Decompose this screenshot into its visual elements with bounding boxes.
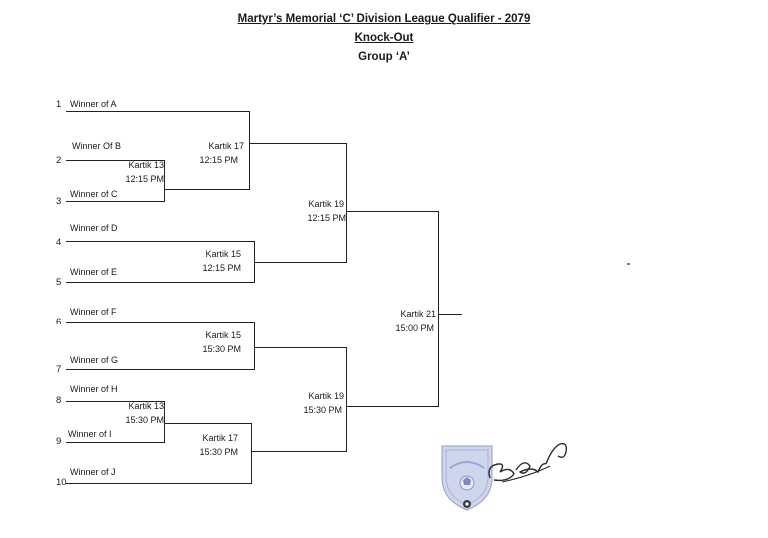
match-date: Kartik 19 (308, 391, 344, 401)
stage-title: Knock-Out (354, 32, 414, 44)
team-label: Winner of I (68, 429, 112, 437)
seed-number: 1 (56, 99, 62, 110)
match-date: Kartik 21 (400, 309, 436, 319)
match-time: 12:15 PM (202, 263, 241, 273)
bracket-line (164, 160, 165, 202)
bracket-line (251, 451, 346, 452)
match-time: 15:30 PM (125, 415, 164, 425)
match-date: Kartik 15 (205, 330, 241, 340)
bracket-line (66, 241, 254, 242)
bracket-line (66, 442, 164, 443)
seed-number: 7 (56, 364, 62, 375)
team-label: Winner of D (70, 223, 118, 233)
match-time: 15:00 PM (395, 323, 434, 333)
bracket-line (254, 262, 346, 263)
seed-number: 6 (56, 317, 62, 324)
team-label: Winner of A (70, 99, 117, 109)
match-time: 12:15 PM (307, 213, 346, 223)
match-date: Kartik 13 (128, 401, 164, 411)
bracket-line (251, 423, 252, 484)
match-date: Kartik 17 (208, 141, 244, 151)
match-date: Kartik 19 (308, 199, 344, 209)
seed-number: 2 (56, 155, 62, 166)
team-label: Winner of C (70, 189, 118, 199)
bracket-line (346, 406, 438, 407)
team-label: Winner Of B (72, 141, 122, 151)
bracket-line (438, 314, 462, 315)
bracket-line (438, 211, 439, 407)
bracket-line (66, 369, 254, 370)
seed-number: 4 (56, 237, 62, 248)
seed-number: 8 (56, 395, 62, 406)
bracket-line (249, 143, 346, 144)
bracket-line (66, 201, 164, 202)
match-time: 15:30 PM (202, 344, 241, 354)
bracket-line (346, 143, 347, 263)
match-time: 12:15 PM (125, 174, 164, 184)
association-seal-icon (441, 445, 493, 511)
seed-number: 5 (56, 277, 62, 288)
team-label: Winner of F (70, 307, 117, 317)
bracket-line (249, 111, 250, 190)
match-date: Kartik 13 (128, 160, 164, 170)
group-title: Group ‘A’ (358, 51, 410, 63)
bracket-line (66, 111, 249, 112)
signature-icon (488, 442, 568, 483)
bracket-line (346, 211, 438, 212)
match-time: 15:30 PM (199, 447, 238, 457)
seed-number: 3 (56, 196, 62, 207)
sheet-header: Martyr’s Memorial ‘C’ Division League Qu… (0, 10, 768, 67)
team-label: Winner of J (70, 467, 116, 477)
bracket-line (164, 401, 165, 443)
bracket-line (66, 401, 164, 402)
team-label: Winner of G (70, 355, 119, 365)
bracket-line (164, 189, 249, 190)
bracket-line (164, 423, 251, 424)
match-date: Kartik 17 (202, 433, 238, 443)
bracket-line (66, 160, 164, 161)
match-time: 12:15 PM (199, 155, 238, 165)
bracket-line (254, 322, 255, 370)
tournament-title: Martyr’s Memorial ‘C’ Division League Qu… (237, 13, 531, 25)
match-time: 15:30 PM (303, 405, 342, 415)
bracket-line (66, 322, 254, 323)
bracket-line (66, 282, 254, 283)
team-label: Winner of H (70, 384, 118, 394)
team-label: Winner of E (70, 267, 118, 277)
seed-number: 9 (56, 436, 62, 447)
stray-mark (627, 263, 630, 265)
bracket-line (346, 347, 347, 452)
match-date: Kartik 15 (205, 249, 241, 259)
bracket-line (254, 347, 346, 348)
bracket-line (66, 483, 251, 484)
seed-number: 10 (56, 477, 67, 488)
